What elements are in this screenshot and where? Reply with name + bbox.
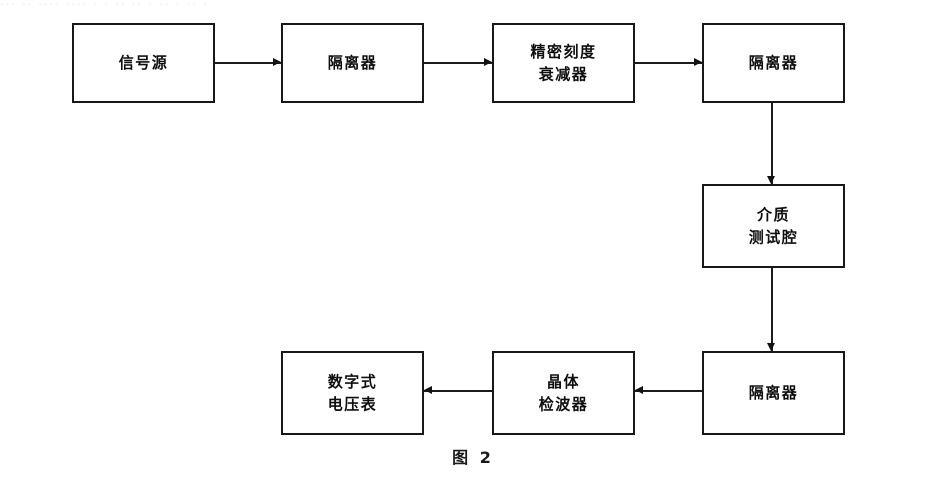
block-label: 数字式 电压表	[327, 372, 378, 414]
arrowhead-left-icon	[424, 386, 432, 394]
block-isolator-3[interactable]: 隔离器	[702, 351, 845, 435]
block-label: 隔离器	[327, 53, 378, 73]
arrowhead-right-icon	[484, 58, 492, 66]
block-label: 隔离器	[748, 53, 799, 73]
connector-isolator-3-to-crystal-detector	[635, 390, 702, 392]
block-label: 信号源	[118, 53, 169, 73]
connector-isolator-2-to-test-cavity	[771, 103, 773, 184]
figure-caption: 图 2	[452, 448, 494, 467]
connector-isolator-1-to-attenuator	[424, 62, 492, 64]
block-precision-attenuator[interactable]: 精密刻度 衰减器	[492, 23, 635, 103]
block-isolator-1[interactable]: 隔离器	[281, 23, 424, 103]
arrowhead-right-icon	[273, 58, 281, 66]
arrowhead-down-icon	[767, 343, 775, 351]
arrowhead-right-icon	[694, 58, 702, 66]
page-top-cut-text: ··· ·· ···· ···· · · ·· ·· · ·· · ·· ·	[0, 0, 209, 9]
arrowhead-down-icon	[767, 176, 775, 184]
block-crystal-detector[interactable]: 晶体 检波器	[492, 351, 635, 435]
block-label: 晶体 检波器	[538, 372, 589, 414]
block-isolator-2[interactable]: 隔离器	[702, 23, 845, 103]
connector-signal-source-to-isolator-1	[215, 62, 281, 64]
block-label: 隔离器	[748, 383, 799, 403]
connector-attenuator-to-isolator-2	[635, 62, 702, 64]
block-label: 精密刻度 衰减器	[530, 42, 597, 84]
arrowhead-left-icon	[635, 386, 643, 394]
block-dielectric-test-cavity[interactable]: 介质 测试腔	[702, 184, 845, 268]
block-label: 介质 测试腔	[748, 205, 799, 247]
block-digital-voltmeter[interactable]: 数字式 电压表	[281, 351, 424, 435]
connector-test-cavity-to-isolator-3	[771, 268, 773, 351]
connector-crystal-detector-to-voltmeter	[424, 390, 492, 392]
block-signal-source[interactable]: 信号源	[72, 23, 215, 103]
